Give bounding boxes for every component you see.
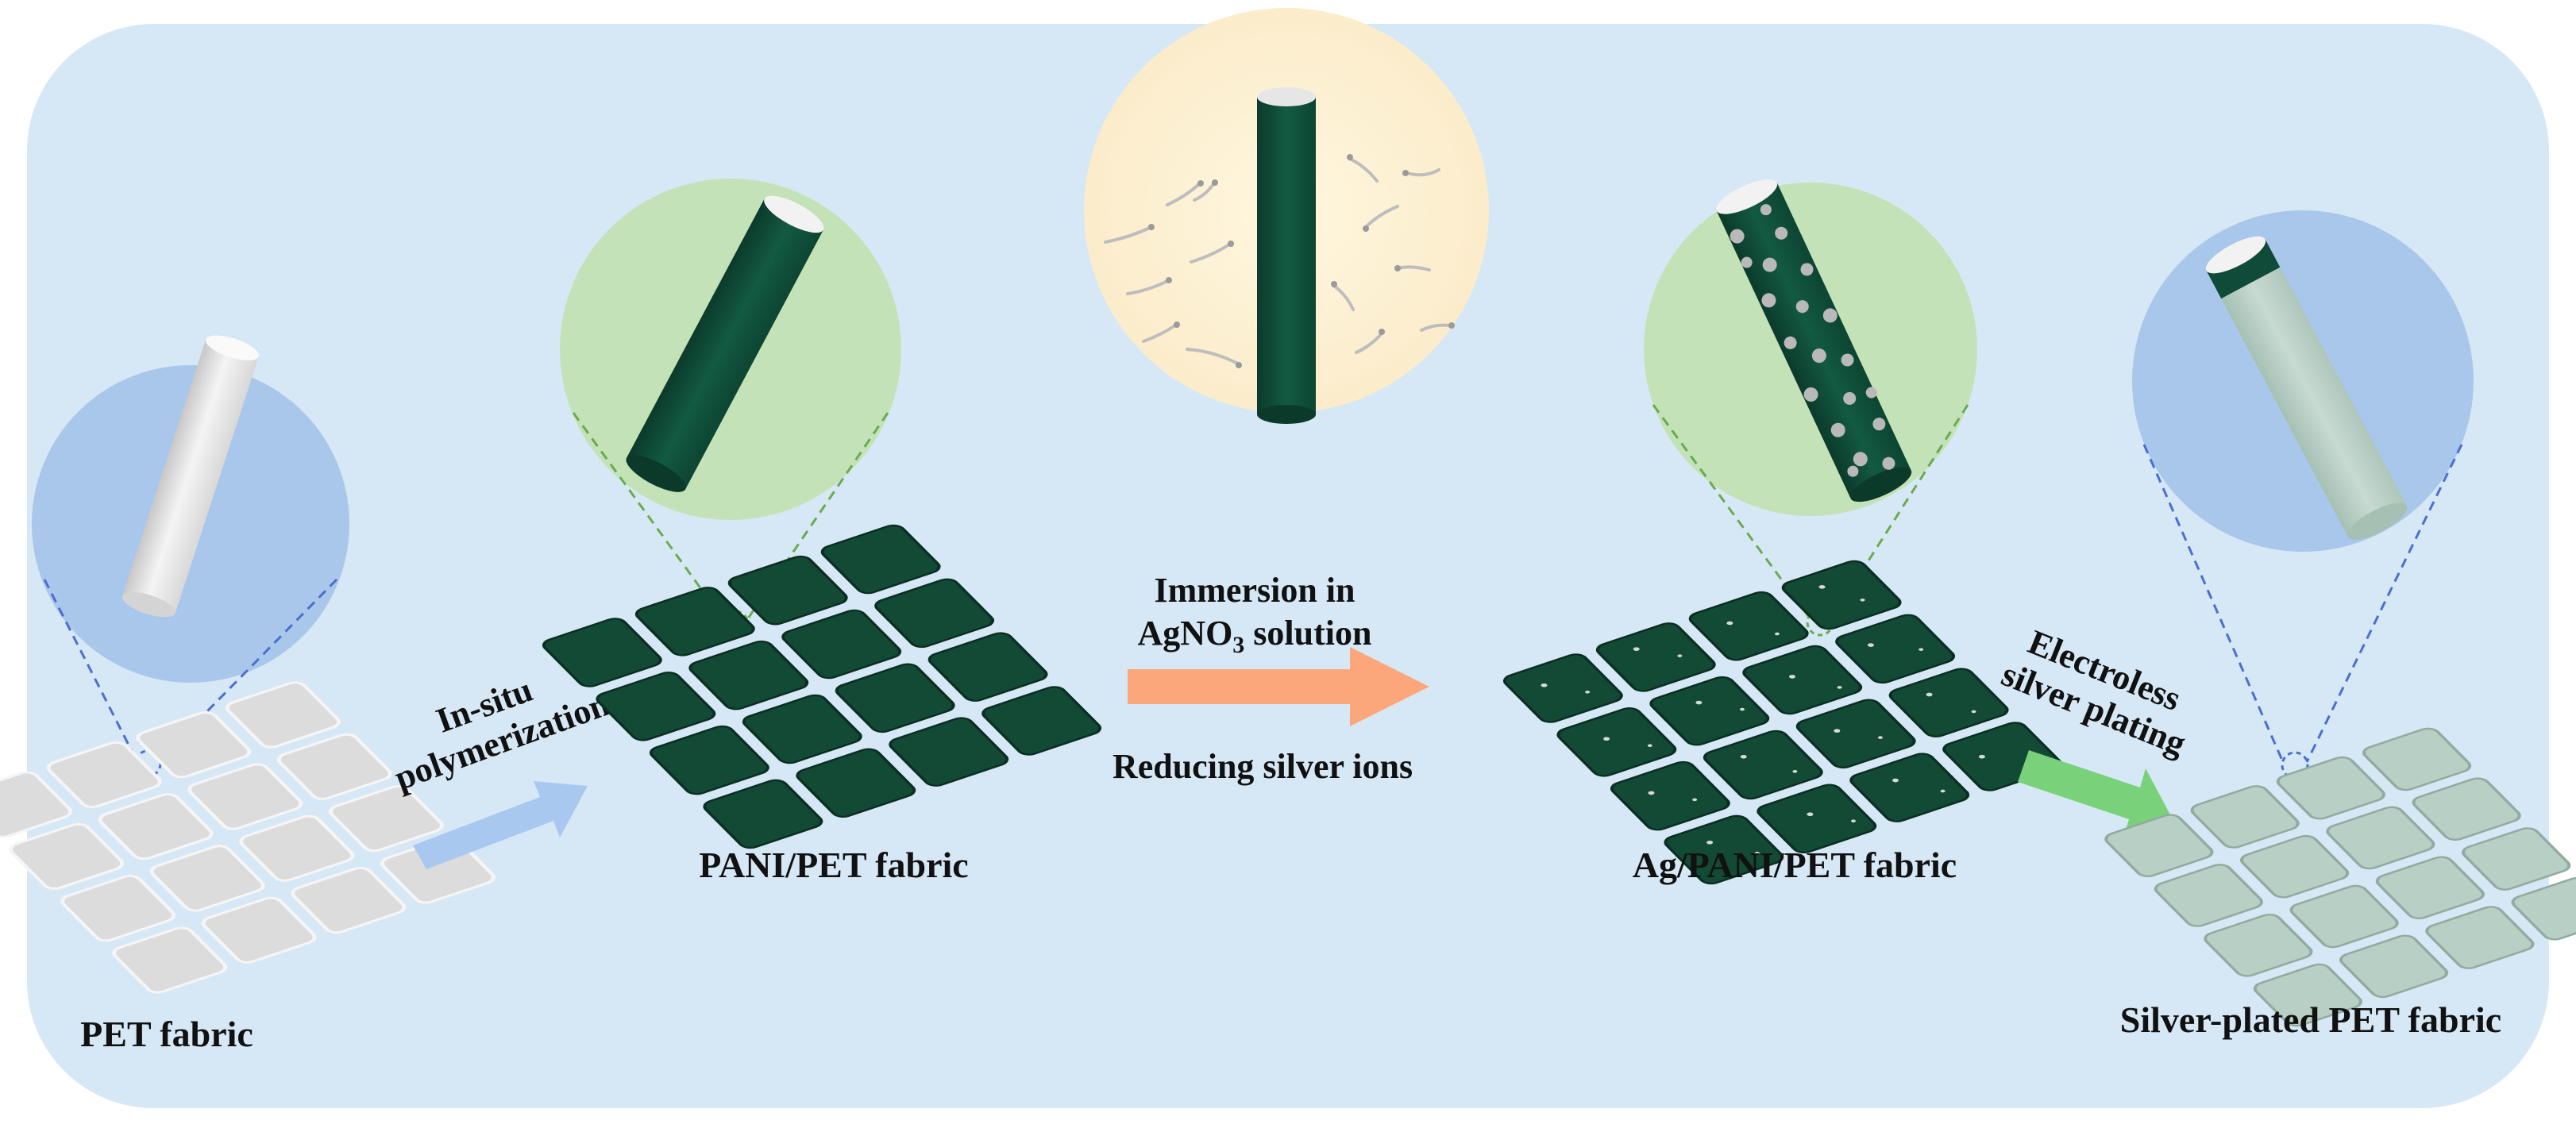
silver-nanoparticles xyxy=(1730,204,1895,477)
label-ag-pani-pet-fabric: Ag/PANI/PET fabric xyxy=(1633,845,1957,885)
silver-ion-particles xyxy=(1104,154,1455,368)
pani-zoom-line-left xyxy=(572,412,726,622)
silver-fiber-zoom xyxy=(2132,210,2474,780)
pet-fiber-zoom xyxy=(32,335,349,778)
label-pani-pet-fabric: PANI/PET fabric xyxy=(699,845,968,885)
pani-fiber-zoom xyxy=(560,179,901,638)
pet-fabric-weave xyxy=(0,681,496,994)
ag-pani-zoom-line-left xyxy=(1652,404,1812,620)
silver-zoom-line-left xyxy=(2142,444,2285,763)
label-agno3-solution: AgNO3 solution xyxy=(1138,614,1372,658)
agno3-solution-zoom xyxy=(1084,8,1489,424)
ag-pani-fabric-weave xyxy=(1502,560,2063,885)
arrow-immersion xyxy=(1128,647,1429,726)
arrow-electroless xyxy=(2018,750,2172,838)
pani-fabric-weave xyxy=(542,524,1102,849)
label-silver-plated-pet-fabric: Silver-plated PET fabric xyxy=(2120,999,2501,1040)
arrow-in-situ xyxy=(413,781,588,869)
label-pet-fabric: PET fabric xyxy=(80,1014,253,1054)
silver-zoom-line-right xyxy=(2305,444,2463,763)
ag-pani-fiber-zoom xyxy=(1644,179,1977,637)
label-reducing-silver-ions: Reducing silver ions xyxy=(1113,747,1413,786)
pet-zoom-line-left xyxy=(43,579,138,761)
label-immersion: Immersion in xyxy=(1155,571,1355,610)
silver-fabric-weave xyxy=(2104,727,2576,1027)
